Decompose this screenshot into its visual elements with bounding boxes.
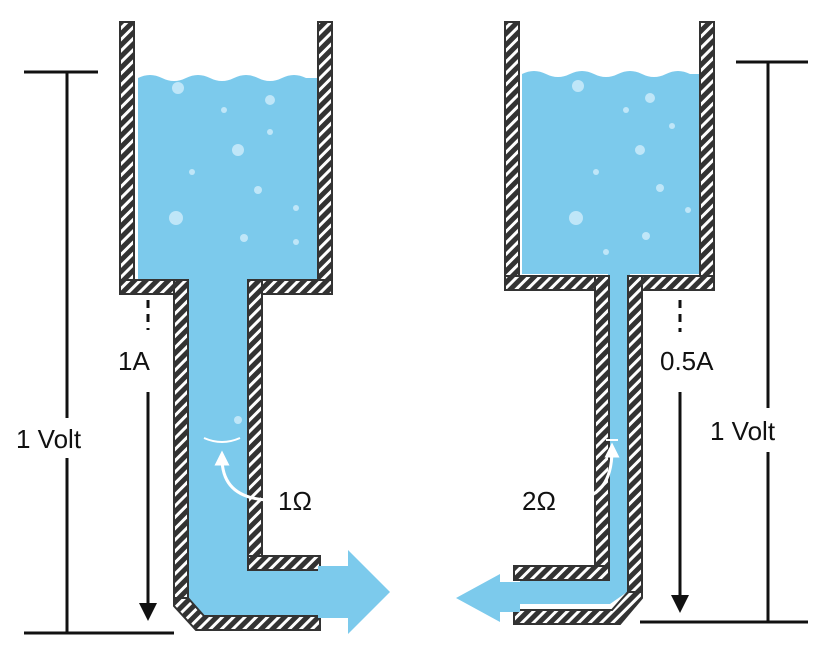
right-current-label: 0.5A — [660, 346, 714, 376]
left-flow-arrow — [318, 550, 390, 634]
right-resistance-label: 2Ω — [522, 486, 556, 516]
right-tank — [456, 21, 715, 625]
right-voltage-label: 1 Volt — [710, 416, 776, 446]
left-current-label: 1A — [118, 346, 150, 376]
left-resistance-arrow — [214, 450, 269, 502]
left-tank-water — [138, 75, 320, 620]
left-resistance-label: 1Ω — [278, 486, 312, 516]
left-tank-walls — [119, 21, 333, 631]
right-bubbles — [569, 80, 691, 255]
right-voltage-bar — [640, 60, 808, 624]
left-bubbles — [169, 82, 299, 424]
left-tank — [119, 21, 390, 634]
right-tank-walls — [504, 21, 715, 625]
right-flow-arrow — [456, 574, 520, 622]
left-resistance-marker — [203, 437, 241, 443]
right-resistance-arrow — [571, 442, 620, 502]
left-voltage-label: 1 Volt — [16, 424, 82, 454]
left-voltage-bar — [24, 70, 174, 635]
